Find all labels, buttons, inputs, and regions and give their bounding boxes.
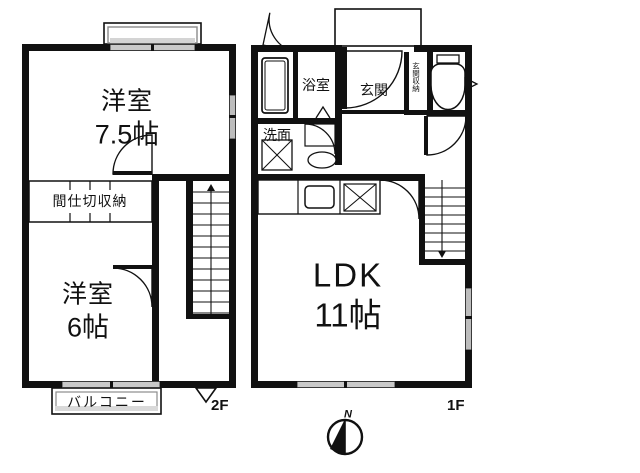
entrance-porch-1f (334, 8, 422, 47)
room-label-yoshitsu-lower: 洋室 (61, 280, 115, 309)
balcony-2f (51, 381, 162, 415)
room-size-yoshitsu-lower: 6帖 (66, 312, 110, 343)
entrance-storage-label: 玄関収納 (411, 62, 421, 92)
door-7-5-room (112, 134, 153, 175)
bay-window-2f (103, 22, 202, 45)
bathroom-1f (251, 12, 342, 165)
washroom-label: 洗面 (263, 127, 291, 143)
floor-plan-2f (22, 22, 236, 415)
staircase-2f (193, 181, 229, 319)
partition-storage-label: 間仕切収納 (52, 193, 128, 209)
ldk-size-label: 11帖 (314, 296, 382, 334)
vent-glyph-2f (194, 387, 218, 404)
room-label-yoshitsu-upper: 洋室 (100, 87, 154, 116)
balcony-label: バルコニー (67, 394, 147, 410)
stair-hall-1f (419, 174, 472, 265)
floor-label-1f: 1F (447, 397, 465, 414)
room-size-yoshitsu-upper: 7.5帖 (94, 119, 160, 150)
window-right-1f (465, 287, 472, 351)
partition-storage-2f (28, 180, 153, 223)
entrance-label: 玄関 (360, 82, 388, 98)
window-top-2f (109, 44, 196, 51)
toilet-1f (424, 45, 479, 156)
floor-label-2f: 2F (211, 397, 229, 414)
entrance-storage-1f (404, 52, 432, 115)
staircase-1f (425, 180, 465, 259)
compass-north-label: N (344, 408, 352, 421)
bathroom-label: 浴室 (302, 77, 330, 93)
door-ldk-hall (379, 174, 420, 220)
door-6-room (112, 265, 153, 308)
floor-plan-1f (251, 8, 479, 388)
window-bottom-1f (296, 381, 396, 388)
kitchen-1f (251, 174, 411, 215)
ldk-label: LDK (312, 256, 384, 294)
entrance-1f (342, 47, 407, 114)
compass-rose (326, 418, 364, 456)
window-right-2f (229, 94, 236, 140)
stair-hall-2f (152, 174, 236, 388)
